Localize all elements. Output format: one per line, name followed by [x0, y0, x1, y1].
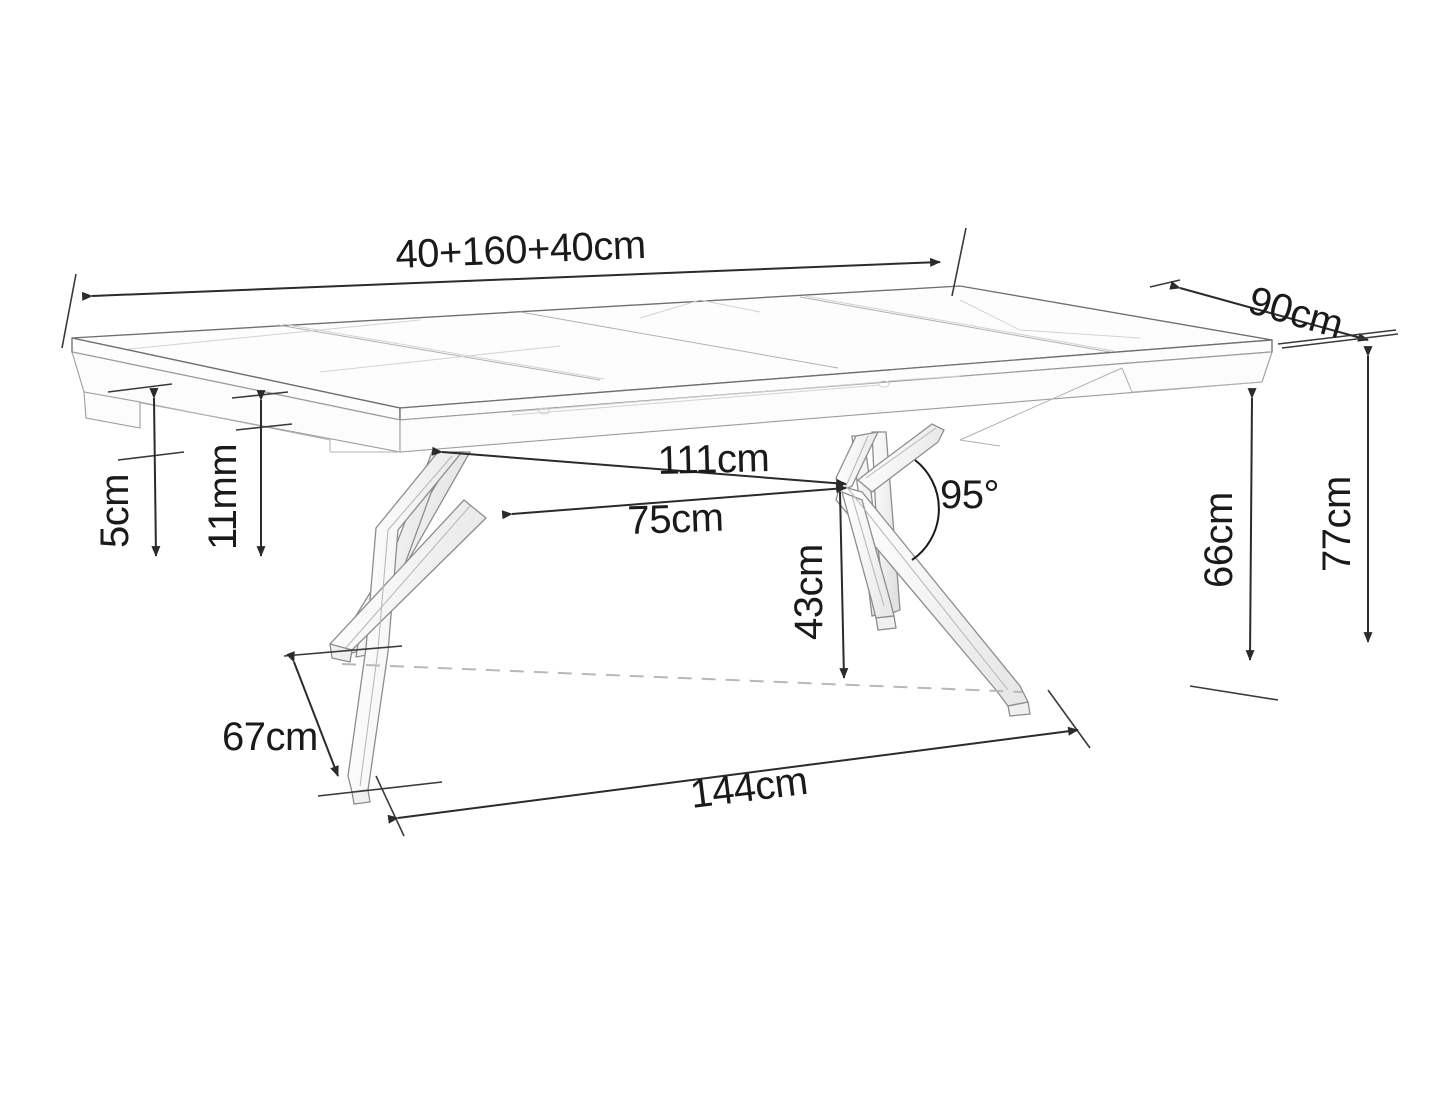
- dim-label-foot-span: 144cm: [688, 759, 810, 817]
- dim-label-apron-height: 5cm: [93, 474, 137, 548]
- dim-label-top-width: 40+160+40cm: [395, 223, 647, 277]
- dim-clearance-height: 66cm: [1189, 388, 1279, 701]
- dim-leg-span-upper: 111cm: [431, 436, 847, 488]
- dim-label-leg-span-cross: 75cm: [627, 496, 724, 543]
- dim-apron-height: 5cm: [93, 383, 185, 557]
- floor-reference-line: [341, 663, 1023, 693]
- dim-label-total-height: 77cm: [1315, 476, 1359, 572]
- angle-arc: [911, 459, 940, 561]
- dim-label-top-thickness: 11mm: [201, 444, 245, 550]
- dim-leg-angle: 95°: [911, 459, 1000, 561]
- dim-label-leg-span-upper: 111cm: [657, 436, 770, 483]
- dim-cross-height: 43cm: [787, 482, 849, 679]
- dim-foot-depth: 67cm: [222, 645, 443, 797]
- dim-label-cross-height: 43cm: [787, 544, 831, 640]
- dim-label-clearance-height: 66cm: [1197, 492, 1241, 588]
- dim-total-height: 77cm: [1281, 333, 1399, 643]
- leg-assembly-left: [329, 451, 487, 805]
- dim-label-leg-angle: 95°: [940, 473, 999, 517]
- dim-label-depth: 90cm: [1244, 278, 1348, 347]
- dim-foot-span: 144cm: [375, 689, 1091, 837]
- dim-label-foot-depth: 67cm: [222, 715, 318, 759]
- dimension-annotations: 40+160+40cm 90cm 5cm 11mm: [61, 223, 1399, 837]
- dim-top-width: 40+160+40cm: [61, 223, 967, 349]
- dim-top-thickness: 11mm: [201, 390, 293, 557]
- dim-leg-span-cross: 75cm: [501, 484, 847, 543]
- table-model: [71, 285, 1273, 805]
